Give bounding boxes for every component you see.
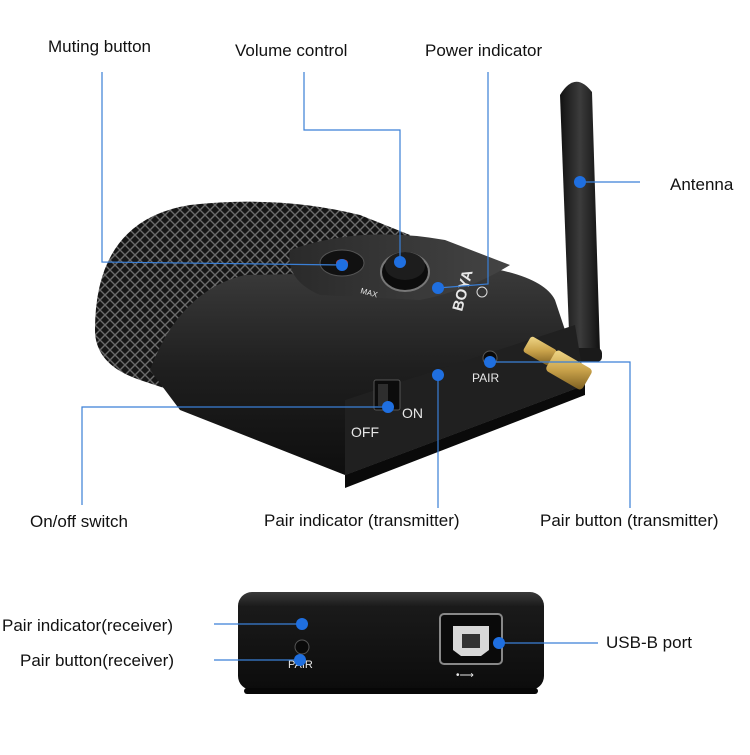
label-on-off-switch: On/off switch [30, 512, 128, 531]
label-antenna: Antenna [670, 175, 734, 194]
line-switch [81, 406, 388, 505]
marker-usb [493, 637, 505, 649]
marker-muting [336, 259, 348, 271]
marker-antenna [574, 176, 586, 188]
on-label: ON [402, 405, 423, 421]
label-volume-control: Volume control [235, 41, 348, 60]
receiver-pair-button-shape [294, 639, 310, 655]
marker-pair-ind-tx [432, 369, 444, 381]
line-muting [101, 72, 343, 266]
line-power [437, 72, 489, 289]
label-pair-button-receiver: Pair button(receiver) [20, 651, 175, 670]
usb-b-port-shape [439, 613, 503, 665]
marker-pair-btn-rx [294, 654, 306, 666]
marker-pair-btn-tx [484, 356, 496, 368]
callout-markers [294, 176, 586, 666]
usb-symbol: •⟶ [456, 670, 474, 681]
callout-lines [81, 72, 640, 661]
label-pair-indicator-receiver: Pair indicator(receiver) [2, 616, 173, 635]
line-pair-btn-tx [490, 361, 631, 508]
marker-switch [382, 401, 394, 413]
label-power-indicator: Power indicator [425, 41, 543, 60]
antenna [556, 81, 602, 362]
label-pair-indicator-transmitter: Pair indicator (transmitter) [264, 511, 460, 530]
off-label: OFF [351, 424, 379, 440]
marker-power [432, 282, 444, 294]
line-volume [303, 72, 401, 262]
volume-knob-shape [380, 252, 430, 292]
marker-volume [394, 256, 406, 268]
pair-label: PAIR [472, 371, 499, 385]
label-muting-button: Muting button [48, 37, 152, 56]
label-usb-b-port: USB-B port [606, 633, 692, 652]
label-pair-button-transmitter: Pair button (transmitter) [540, 511, 719, 530]
antenna-connector [523, 336, 592, 390]
marker-pair-ind-rx [296, 618, 308, 630]
